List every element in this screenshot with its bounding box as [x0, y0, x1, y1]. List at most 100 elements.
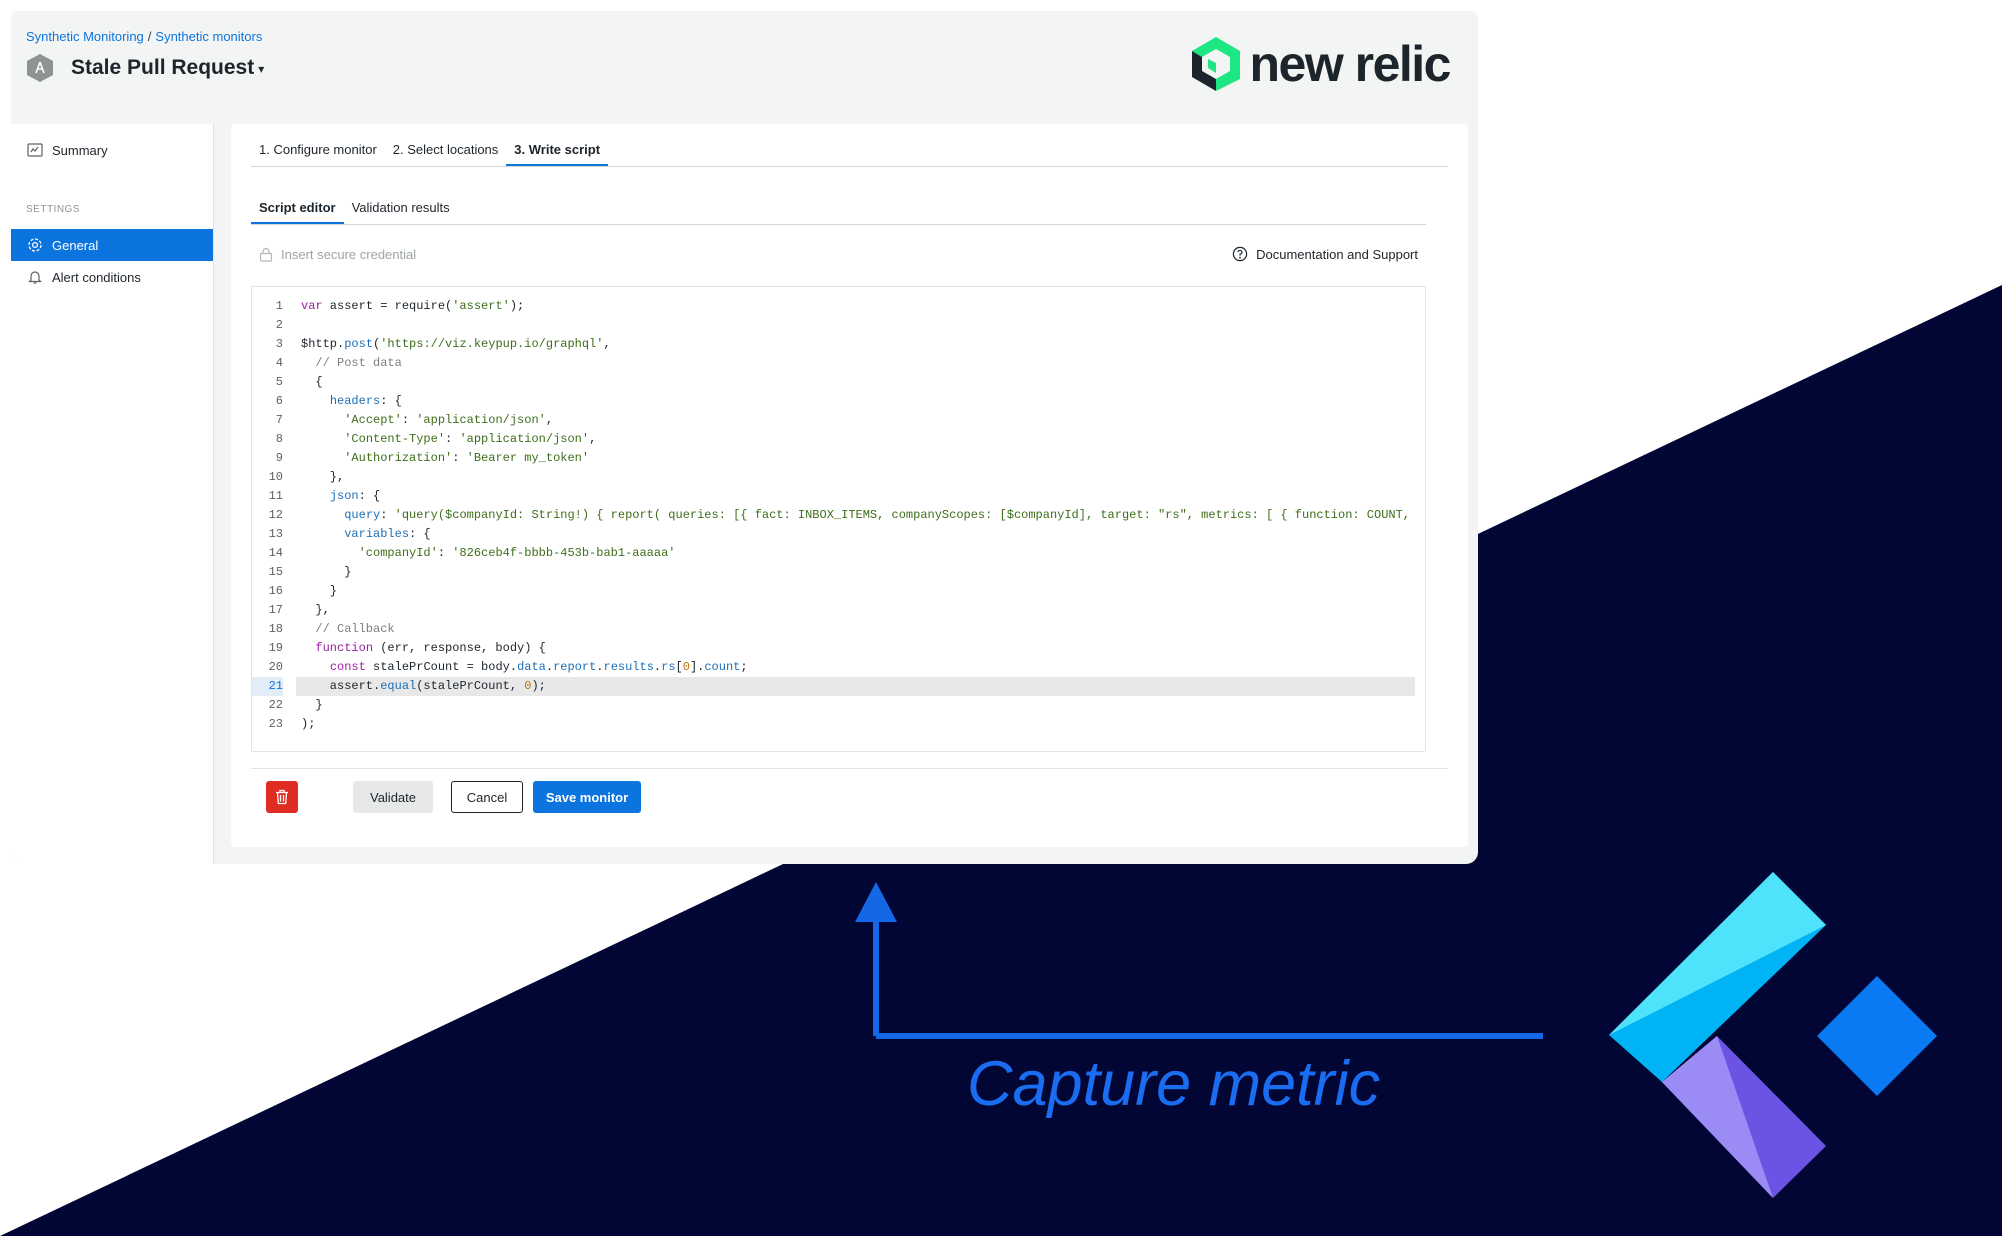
line-number: 23 [268, 717, 283, 731]
code-line[interactable]: 10 }, [252, 468, 1425, 487]
line-number: 2 [275, 318, 283, 332]
code-text: // Callback [301, 622, 395, 636]
code-line[interactable]: 12 query: 'query($companyId: String!) { … [252, 506, 1425, 525]
code-text: query: 'query($companyId: String!) { rep… [344, 508, 1411, 522]
line-number: 9 [275, 451, 283, 465]
code-line[interactable]: 8 'Content-Type': 'application/json', [252, 430, 1425, 449]
insert-credential-label: Insert secure credential [281, 246, 417, 262]
code-text: ); [301, 717, 316, 731]
sidebar-item-label: General [52, 237, 99, 253]
tab-write-script[interactable]: 3. Write script [506, 142, 609, 166]
code-text: assert.equal(stalePrCount, 0); [301, 679, 546, 693]
title-row: Stale Pull Request ▾ [26, 53, 264, 83]
line-number: 21 [252, 677, 283, 696]
code-text: } [301, 698, 323, 712]
save-monitor-button[interactable]: Save monitor [533, 781, 641, 813]
code-line[interactable]: 11 json: { [252, 487, 1425, 506]
editor-toolbar: Insert secure credential Documentation a… [251, 239, 1426, 269]
gear-icon [26, 236, 44, 254]
line-number: 10 [268, 470, 283, 484]
line-number: 19 [268, 641, 283, 655]
line-number: 4 [275, 356, 283, 370]
breadcrumb-link-synthetic-monitors[interactable]: Synthetic monitors [155, 29, 263, 44]
new-relic-logo-mark-icon [1191, 37, 1240, 91]
line-number: 1 [275, 299, 283, 313]
tab-validation-results[interactable]: Validation results [351, 200, 450, 215]
code-line[interactable]: 2 [252, 316, 1425, 335]
code-line[interactable]: 5 { [252, 373, 1425, 392]
code-line[interactable]: 15 } [252, 563, 1425, 582]
code-text: headers: { [329, 394, 402, 408]
page-header: Synthetic Monitoring/Synthetic monitors … [11, 11, 1478, 124]
line-number: 20 [268, 660, 283, 674]
code-line[interactable]: 21 assert.equal(stalePrCount, 0); [252, 677, 1425, 696]
code-text: function (err, response, body) { [315, 641, 546, 655]
code-line[interactable]: 13 variables: { [252, 525, 1425, 544]
code-line[interactable]: 20 const stalePrCount = body.data.report… [252, 658, 1425, 677]
arrow-head [855, 882, 897, 922]
sidebar: Summary SETTINGS General Alert condition… [11, 124, 214, 864]
help-circle-icon [1232, 246, 1248, 262]
breadcrumb-link-synthetic-monitoring[interactable]: Synthetic Monitoring [26, 29, 144, 44]
bell-icon [26, 268, 44, 286]
chevron-down-icon[interactable]: ▾ [258, 62, 265, 76]
sidebar-item-label: Summary [52, 142, 108, 158]
code-text: const stalePrCount = body.data.report.re… [329, 660, 748, 674]
code-text [283, 316, 301, 335]
code-line[interactable]: 18 // Callback [252, 620, 1425, 639]
code-line[interactable]: 1 var assert = require('assert'); [252, 297, 1425, 316]
code-text: }, [301, 470, 345, 484]
code-line[interactable]: 9 'Authorization': 'Bearer my_token' [252, 449, 1425, 468]
logo-text: new relic [1249, 36, 1452, 92]
code-line[interactable]: 17 }, [252, 601, 1425, 620]
sidebar-item-summary[interactable]: Summary [11, 134, 213, 166]
code-line[interactable]: 19 function (err, response, body) { [252, 639, 1425, 658]
trash-icon [275, 789, 289, 805]
code-line[interactable]: 7 'Accept': 'application/json', [252, 411, 1425, 430]
code-line[interactable]: 23); [252, 715, 1425, 734]
sidebar-item-alert-conditions[interactable]: Alert conditions [11, 261, 213, 293]
capture-metric-caption: Capture metric [967, 1049, 1381, 1119]
validate-button[interactable]: Validate [353, 781, 433, 813]
sidebar-item-general[interactable]: General [11, 229, 213, 261]
code-line[interactable]: 16 } [252, 582, 1425, 601]
sidebar-section-label: SETTINGS [26, 204, 81, 215]
new-relic-logo: new relic [1191, 36, 1452, 92]
code-text: variables: { [344, 527, 431, 541]
documentation-link[interactable]: Documentation and Support [1232, 239, 1418, 269]
cancel-button[interactable]: Cancel [451, 781, 523, 813]
line-number: 5 [275, 375, 283, 389]
tab-script-editor[interactable]: Script editor [251, 200, 344, 224]
code-line[interactable]: 22 } [252, 696, 1425, 715]
code-text: }, [301, 603, 330, 617]
content-panel: 1. Configure monitor 2. Select locations… [231, 124, 1468, 847]
code-text: } [301, 584, 338, 598]
code-text: 'Content-Type': 'application/json', [344, 432, 597, 446]
code-text: 'companyId': '826ceb4f-bbbb-453b-bab1-aa… [358, 546, 676, 560]
delete-button[interactable] [266, 781, 298, 813]
line-number: 3 [275, 337, 283, 351]
wizard-steps: 1. Configure monitor 2. Select locations… [251, 124, 1448, 167]
insert-credential-button[interactable]: Insert secure credential [259, 239, 416, 269]
line-number: 14 [268, 546, 283, 560]
code-text: { [301, 375, 323, 389]
line-number: 15 [268, 565, 283, 579]
arrow-line [873, 912, 1543, 1039]
code-text: // Post data [301, 356, 402, 370]
code-line[interactable]: 14 'companyId': '826ceb4f-bbbb-453b-bab1… [252, 544, 1425, 563]
tab-configure-monitor[interactable]: 1. Configure monitor [259, 142, 377, 157]
documentation-label: Documentation and Support [1256, 246, 1418, 262]
breadcrumb: Synthetic Monitoring/Synthetic monitors [26, 29, 262, 44]
code-line[interactable]: 6 headers: { [252, 392, 1425, 411]
code-text: $http.post('https://viz.keypup.io/graphq… [301, 337, 611, 351]
code-line[interactable]: 4 // Post data [252, 354, 1425, 373]
sidebar-item-label: Alert conditions [52, 269, 141, 285]
code-text: var assert = require('assert'); [301, 299, 525, 313]
page-title: Stale Pull Request [71, 56, 255, 79]
code-text: json: { [329, 489, 381, 503]
code-line[interactable]: 3 $http.post('https://viz.keypup.io/graph… [252, 335, 1425, 354]
tab-select-locations[interactable]: 2. Select locations [392, 142, 499, 157]
code-text: } [301, 565, 352, 579]
breadcrumb-separator: / [147, 29, 152, 44]
